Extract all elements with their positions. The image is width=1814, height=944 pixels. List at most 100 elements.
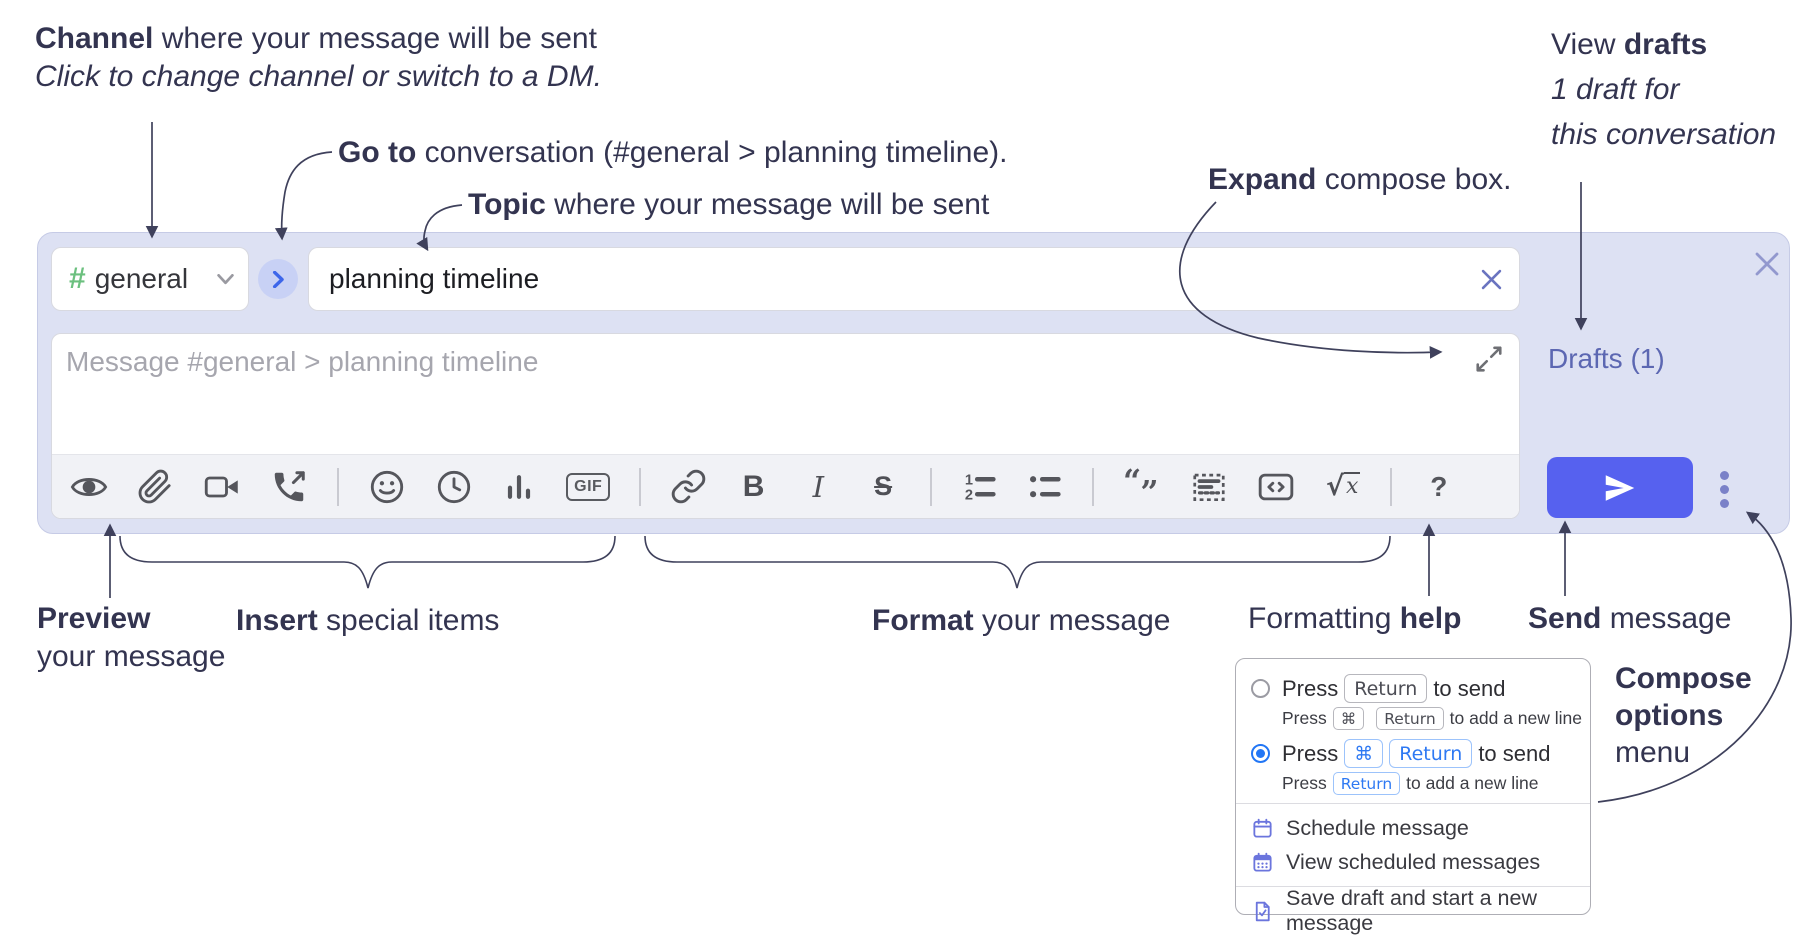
annotation-goto-rest: conversation (#general > planning timeli…	[416, 136, 1008, 169]
quote-icon: “ ”	[1123, 468, 1159, 506]
label-compose-options-menu: Compose options menu	[1615, 660, 1752, 771]
topic-input[interactable]	[309, 248, 1469, 310]
label-compose-options-line3: menu	[1615, 736, 1691, 769]
phone-call-icon	[275, 470, 306, 501]
go-to-conversation-button[interactable]	[258, 259, 298, 299]
menu-divider	[1236, 803, 1590, 804]
code-button[interactable]	[1256, 465, 1296, 509]
option2-suffix: to send	[1478, 740, 1551, 766]
math-button[interactable]: √x	[1325, 465, 1361, 509]
label-format-bold: Format	[872, 604, 974, 637]
annotation-expand: Expand compose box.	[1208, 161, 1511, 199]
key-cmd: ⌘	[1332, 707, 1365, 730]
eye-icon	[70, 477, 108, 496]
calendar-dots-icon	[1253, 852, 1272, 872]
menu-item-label: Schedule message	[1286, 815, 1469, 840]
compose-toolbar: GIF B I S	[52, 454, 1519, 518]
label-insert-bold: Insert	[236, 604, 318, 637]
question-mark-icon: ?	[1430, 470, 1448, 502]
channel-selector[interactable]: # general	[51, 247, 249, 311]
bold-button[interactable]: B	[736, 465, 772, 509]
annotation-view-drafts: View drafts 1 draft for this conversatio…	[1551, 22, 1776, 157]
message-input[interactable]	[52, 334, 1449, 444]
add-poll-button[interactable]	[501, 465, 537, 509]
option2-press: Press	[1282, 740, 1339, 766]
key-cmd: ⌘	[1344, 739, 1384, 768]
option-cmd-return-subtext: Press Return to add a new line	[1282, 771, 1590, 796]
option1-suffix: to send	[1433, 675, 1506, 701]
numbered-list-icon: 1 2	[965, 472, 996, 504]
close-icon	[1481, 269, 1501, 289]
label-insert-rest: special items	[317, 604, 500, 637]
compose-close-button[interactable]	[1751, 248, 1783, 280]
connector-goto	[274, 151, 333, 241]
brace-format	[644, 535, 1391, 589]
option1-sub-suffix: to add a new line	[1449, 708, 1582, 728]
toolbar-divider	[639, 467, 642, 506]
start-video-call-button[interactable]	[202, 465, 242, 509]
strikethrough-button[interactable]: S	[865, 465, 901, 509]
topic-input-wrap	[308, 247, 1520, 311]
menu-item-label: Save draft and start a new message	[1286, 886, 1537, 935]
quote-button[interactable]: “ ”	[1123, 465, 1161, 509]
italic-button[interactable]: I	[800, 465, 836, 509]
key-return: Return	[1389, 739, 1473, 768]
spoiler-button[interactable]	[1190, 465, 1228, 509]
menu-item-save-draft-new-message[interactable]: Save draft and start a new message	[1236, 886, 1590, 935]
option-cmd-return-to-send[interactable]: Press ⌘ Return to send	[1251, 737, 1590, 770]
strikethrough-icon: S	[874, 471, 893, 501]
attach-file-button[interactable]	[137, 465, 173, 509]
annotation-view-drafts-bold: drafts	[1623, 28, 1708, 61]
preview-button[interactable]	[70, 465, 108, 509]
expand-compose-button[interactable]	[1471, 342, 1507, 378]
chevron-down-icon	[217, 273, 234, 284]
formatting-help-button[interactable]: ?	[1421, 465, 1457, 509]
add-gif-button[interactable]: GIF	[566, 465, 611, 509]
annotation-goto: Go to conversation (#general > planning …	[338, 134, 1008, 172]
add-global-time-button[interactable]	[435, 465, 473, 509]
label-formatting-help: Formatting help	[1248, 600, 1461, 638]
ellipsis-dot	[1719, 484, 1729, 494]
link-icon	[671, 469, 706, 504]
annotation-topic: Topic where your message will be sent	[468, 186, 989, 224]
channel-name: general	[94, 263, 189, 294]
annotation-view-drafts-line2: 1 draft for	[1551, 73, 1680, 106]
numbered-list-button[interactable]: 1 2	[961, 465, 998, 509]
option-return-to-send[interactable]: Press Return to send	[1251, 672, 1590, 705]
gif-icon: GIF	[566, 472, 611, 501]
annotation-expand-bold: Expand	[1208, 163, 1317, 196]
toolbar-divider	[337, 467, 340, 506]
emoji-button[interactable]	[368, 465, 406, 509]
radio-selected-icon[interactable]	[1251, 744, 1270, 763]
svg-text:”: ”	[1140, 473, 1158, 505]
bar-chart-icon	[508, 474, 531, 499]
bulleted-list-icon	[1030, 476, 1062, 498]
label-formatting-help-pre: Formatting	[1248, 602, 1400, 635]
annotation-goto-bold: Go to	[338, 136, 417, 169]
expand-diagonal-icon	[1476, 345, 1502, 372]
svg-text:“: “	[1123, 468, 1141, 500]
ellipsis-dot	[1719, 470, 1729, 480]
compose-options-menu: Press Return to send Press ⌘ Return to a…	[1235, 658, 1591, 935]
radio-unselected-icon[interactable]	[1251, 679, 1270, 698]
start-voice-call-button[interactable]	[270, 465, 308, 509]
annotation-view-drafts-pre: View	[1551, 28, 1624, 61]
calendar-icon	[1253, 818, 1272, 838]
drafts-link[interactable]: Drafts (1)	[1548, 343, 1665, 374]
send-button[interactable]	[1547, 457, 1693, 518]
option2-sub-suffix: to add a new line	[1406, 773, 1539, 793]
label-compose-options-line1: Compose	[1615, 662, 1752, 695]
chevron-right-icon	[272, 270, 284, 288]
video-camera-icon	[204, 476, 238, 497]
label-preview: Preview your message	[37, 600, 225, 676]
menu-item-schedule-message[interactable]: Schedule message	[1236, 811, 1590, 845]
label-preview-bold: Preview	[37, 602, 151, 635]
menu-item-view-scheduled-messages[interactable]: View scheduled messages	[1236, 845, 1590, 879]
insert-link-button[interactable]	[670, 465, 707, 509]
topic-clear-button[interactable]	[1469, 257, 1513, 301]
compose-options-ellipsis-button[interactable]	[1708, 461, 1740, 517]
annotation-view-drafts-line3: this conversation	[1551, 118, 1777, 151]
bulleted-list-button[interactable]	[1026, 465, 1063, 509]
toolbar-divider	[1390, 467, 1393, 506]
bold-icon: B	[742, 469, 765, 503]
